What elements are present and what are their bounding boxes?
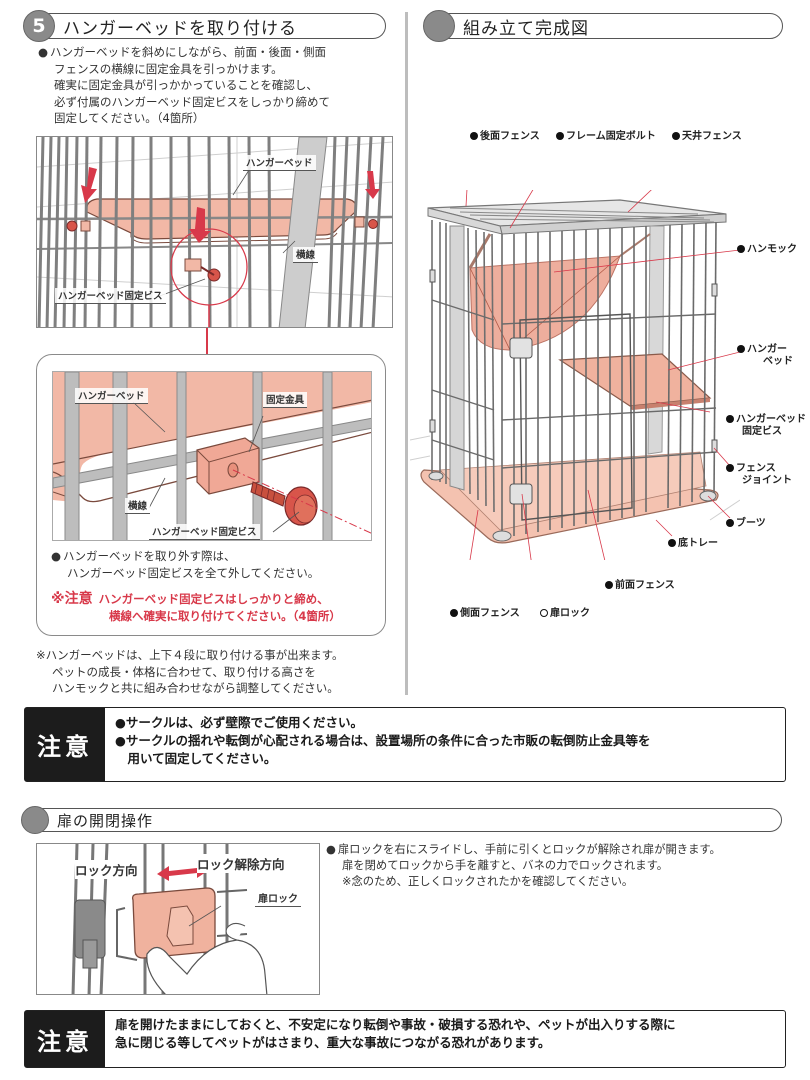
assembled-cage-illustration [410, 190, 740, 560]
label-boots: ブーツ [726, 518, 766, 530]
label-side-fence: 側面フェンス [450, 608, 520, 620]
bullet-dot-icon [668, 539, 676, 547]
footnote-line: ペットの成長・体格に合わせて、取り付ける高さを [52, 664, 316, 679]
label-fence-joint: フェンスジョイント [726, 463, 792, 487]
label-frame-bolt: フレーム固定ボルト [556, 131, 656, 143]
assembly-header: 組み立て完成図 [423, 10, 783, 42]
step5-title: ハンガーベッドを取り付ける [63, 18, 297, 39]
caution-box-wall: 注意 ●サークルは、必ず壁際でご使用ください。 ●サークルの揺れや転倒が心配され… [24, 707, 786, 782]
warning-line: 横線へ確実に取り付けてください。（4箇所） [109, 608, 341, 623]
bullet-dot-icon [726, 519, 734, 527]
label-hanger-bed: ハンガーベッド [737, 344, 793, 368]
bullet-dot-icon [726, 415, 734, 423]
door-instruction-line: 扉ロックを右にスライドし、手前に引くとロックが解除され扉が開きます。 [326, 842, 796, 858]
caution-content: ●サークルは、必ず壁際でご使用ください。 ●サークルの揺れや転倒が心配される場合… [105, 708, 661, 781]
instruction-line: 確実に固定金具が引っかかっていることを確認し、 [54, 78, 318, 92]
door-instruction-line: ※念のため、正しくロックされたかを確認してください。 [342, 875, 634, 888]
column-divider [405, 12, 408, 695]
warning-line: ハンガーベッド固定ビスはしっかりと締め、 [98, 592, 329, 606]
open-dot-icon [540, 609, 548, 617]
section-badge [21, 806, 49, 834]
label-bottom-tray: 底トレー [668, 538, 718, 550]
cage-drawing [410, 190, 740, 560]
removal-note: ハンガーベッドを取り外す際は、 ハンガーベッド固定ビスを全て外してください。 [51, 548, 319, 581]
footnote-line: ハンモックと共に組み合わせながら調整してください。 [52, 681, 339, 695]
detail-illustration: ハンガーベッド 固定金具 横線 ハンガーベッド固定ビス [52, 371, 372, 541]
door-instruction-line: 扉を閉めてロックから手を離すと、バネの力でロックされます。 [342, 859, 669, 872]
removal-line: ハンガーベッドを取り外す際は、 [51, 548, 319, 565]
instruction-line: 固定してください。（4箇所） [54, 111, 205, 125]
bullet-dot-icon [556, 132, 564, 140]
callout-lock-direction: ロック方向 [75, 860, 138, 879]
caution-line: ●サークルの揺れや転倒が心配される場合は、設置場所の条件に合った市販の転倒防止金… [115, 733, 651, 748]
caution-tag: 注意 [25, 1011, 105, 1067]
instruction-line: ハンガーベッドを斜めにしながら、前面・後面・側面 [38, 44, 398, 61]
bullet-dot-icon [737, 245, 745, 253]
bullet-dot-icon [672, 132, 680, 140]
step5-instructions: ハンガーベッドを斜めにしながら、前面・後面・側面 フェンスの横線に固定金具を引っ… [38, 44, 398, 127]
callout-crossbar: 横線 [293, 247, 319, 263]
caution-tag: 注意 [25, 708, 105, 781]
detail-callout-bracket: 固定金具 [263, 392, 308, 408]
section-badge [423, 10, 455, 42]
step-number-badge: 5 [23, 10, 55, 42]
instruction-line: フェンスの横線に固定金具を引っかけます。 [54, 61, 283, 76]
step5-header: 5 ハンガーベッドを取り付ける [23, 10, 386, 42]
door-title: 扉の開閉操作 [57, 811, 154, 830]
callout-unlock-direction: ロック解除方向 [197, 854, 285, 873]
caution-line: 扉を開けたままにしておくと、不安定になり転倒や事故・破損する恐れや、ペットが出入… [115, 1017, 676, 1032]
screw-warning: ※注意ハンガーベッド固定ビスはしっかりと締め、 横線へ確実に取り付けてください。… [51, 591, 341, 624]
instruction-line: 必ず付属のハンガーベッド固定ビスをしっかり締めて [54, 94, 330, 109]
bullet-dot-icon [450, 609, 458, 617]
detail-callout-crossbar: 横線 [125, 498, 151, 514]
caution-line: ●サークルは、必ず壁際でご使用ください。 [115, 715, 364, 730]
caution-box-door: 注意 扉を開けたままにしておくと、不安定になり転倒や事故・破損する恐れや、ペット… [24, 1010, 786, 1068]
bullet-dot-icon [470, 132, 478, 140]
door-header: 扉の開閉操作 [21, 806, 782, 834]
detail-callout-hanger-bed: ハンガーベッド [75, 388, 148, 404]
caution-line: 急に閉じる等してペットがはさまり、重大な事故につながる恐れがあります。 [115, 1035, 551, 1050]
label-rear-fence: 後面フェンス [470, 131, 540, 143]
removal-line: ハンガーベッド固定ビスを全て外してください。 [67, 565, 320, 580]
bullet-dot-icon [737, 345, 745, 353]
hanger-bed-attach-illustration: ハンガーベッド 横線 ハンガーベッド固定ビス [36, 136, 393, 328]
caution-content: 扉を開けたままにしておくと、不安定になり転倒や事故・破損する恐れや、ペットが出入… [105, 1011, 686, 1067]
door-instructions: 扉ロックを右にスライドし、手前に引くとロックが解除され扉が開きます。 扉を閉めて… [326, 842, 796, 890]
warning-head: ※注意 [51, 591, 93, 607]
bullet-dot-icon [605, 581, 613, 589]
footnote-line: ※ハンガーベッドは、上下４段に取り付ける事が出来ます。 [36, 648, 344, 662]
label-front-fence: 前面フェンス [605, 580, 675, 592]
detail-callout-screw: ハンガーベッド固定ビス [149, 524, 260, 540]
label-bed-screw: ハンガーベッド固定ビス [726, 414, 806, 438]
magnify-connector [206, 328, 208, 354]
label-door-lock: 扉ロック [540, 608, 590, 620]
door-lock-illustration: ロック方向 ロック解除方向 扉ロック [36, 843, 320, 995]
callout-door-lock: 扉ロック [255, 890, 301, 907]
label-top-fence: 天井フェンス [672, 131, 742, 143]
assembly-title: 組み立て完成図 [463, 18, 589, 39]
label-hammock: ハンモック [737, 244, 797, 256]
caution-line: 用いて固定してください。 [115, 751, 277, 766]
detail-box: ハンガーベッド 固定金具 横線 ハンガーベッド固定ビス ハンガーベッドを取り外す… [36, 354, 386, 636]
callout-hanger-bed: ハンガーベッド [243, 155, 316, 171]
bullet-dot-icon [726, 464, 734, 472]
callout-screw: ハンガーベッド固定ビス [55, 288, 166, 304]
step5-footnote: ※ハンガーベッドは、上下４段に取り付ける事が出来ます。 ペットの成長・体格に合わ… [36, 647, 396, 697]
